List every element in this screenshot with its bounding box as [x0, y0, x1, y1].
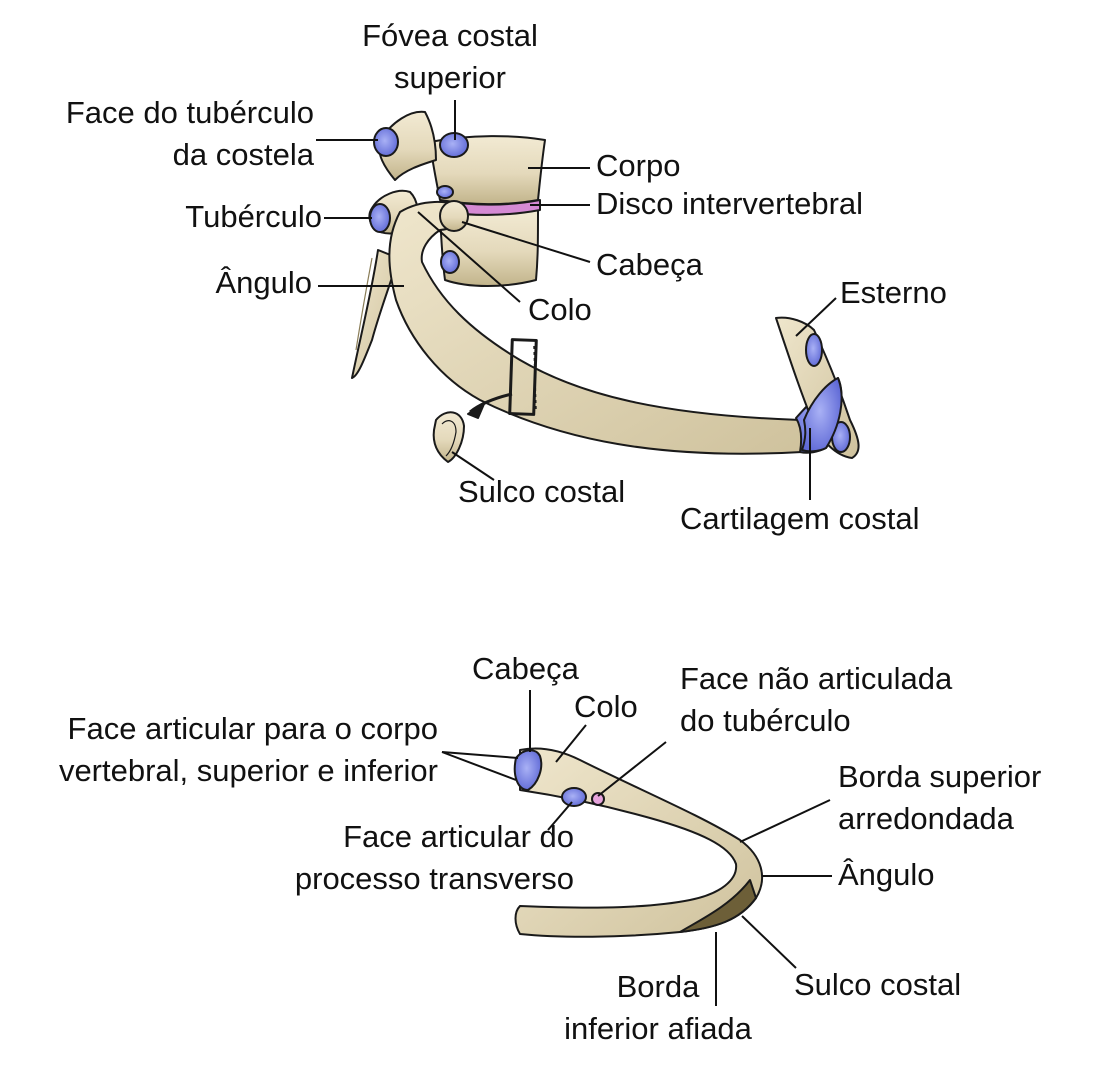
- label-cartilagem-costal: Cartilagem costal: [680, 501, 920, 536]
- sternal-facet-upper: [805, 333, 823, 367]
- label-face-articular-processo-line1: Face articular do: [343, 819, 574, 854]
- rib-cross-section-groove: [441, 420, 457, 457]
- leader-colo-lower: [555, 724, 587, 763]
- rib-head: [439, 200, 469, 232]
- cross-section-dashed: [533, 345, 537, 411]
- label-borda-inferior-line1: Borda: [616, 969, 700, 1004]
- leader-lines: [316, 100, 837, 1006]
- label-borda-inferior-line2: inferior afiada: [564, 1011, 752, 1046]
- label-angulo-lower: Ângulo: [838, 857, 935, 892]
- spinous-process: [351, 249, 399, 379]
- label-fovea-costal-superior: Fóvea costal superior: [340, 15, 560, 99]
- rib-cross-section: [432, 411, 465, 463]
- leader-face-nao-articulada: [597, 741, 667, 797]
- label-face-articular-corpo-line2: vertebral, superior e inferior: [58, 753, 438, 788]
- leader-colo: [417, 211, 521, 303]
- label-face-articular-corpo: Face articular para o corpo vertebral, s…: [0, 708, 438, 792]
- spinous-process-inner: [355, 257, 373, 351]
- leader-esterno: [795, 297, 837, 337]
- label-borda-superior: Borda superior arredondada: [838, 756, 1041, 840]
- inferior-costal-facet: [440, 250, 460, 274]
- leader-sulco-lower: [741, 915, 797, 969]
- upper-figure: [351, 110, 860, 463]
- label-esterno: Esterno: [840, 275, 947, 310]
- leader-cabeca: [461, 221, 591, 263]
- label-cabeca: Cabeça: [596, 247, 703, 282]
- leader-face-articular-corpo-a: [441, 751, 519, 759]
- label-face-tuberculo-line2: da costela: [172, 137, 314, 172]
- label-colo: Colo: [528, 292, 592, 327]
- leader-sulco-upper: [451, 451, 495, 481]
- leader-face-articular-processo: [547, 801, 573, 831]
- label-face-tuberculo-line1: Face do tubérculo: [65, 95, 314, 130]
- cross-section-arrowhead: [467, 403, 485, 419]
- label-sulco-costal: Sulco costal: [458, 474, 626, 509]
- label-borda-superior-line1: Borda superior: [838, 759, 1042, 794]
- label-borda-inferior: Borda inferior afiada: [540, 966, 776, 1050]
- label-corpo: Corpo: [596, 148, 681, 183]
- label-face-nao-articulada: Face não articulada do tubérculo: [680, 658, 952, 742]
- label-face-articular-corpo-line1: Face articular para o corpo: [67, 711, 438, 746]
- rib-lower-groove: [679, 879, 757, 933]
- transverse-costal-facet: [373, 127, 399, 157]
- label-sulco-costal-lower: Sulco costal: [794, 967, 962, 1002]
- label-face-tuberculo-costela: Face do tubérculo da costela: [14, 92, 314, 176]
- label-angulo: Ângulo: [215, 265, 312, 300]
- label-cabeca-lower: Cabeça: [472, 651, 579, 686]
- costal-cartilage-front: [801, 377, 843, 453]
- vertebral-arch: [378, 110, 437, 181]
- label-face-articular-processo: Face articular do processo transverso: [200, 816, 574, 900]
- label-tuberculo: Tubérculo: [185, 199, 322, 234]
- leader-borda-superior: [739, 799, 831, 843]
- rib-shaft: [388, 200, 806, 455]
- lower-figure: [513, 747, 764, 938]
- tubercle-facet: [369, 203, 391, 233]
- label-face-nao-articulada-line1: Face não articulada: [680, 661, 953, 696]
- label-fovea-line2: superior: [394, 60, 506, 95]
- label-face-nao-articulada-line2: do tubérculo: [680, 703, 851, 738]
- label-disco-intervertebral: Disco intervertebral: [596, 186, 864, 221]
- leader-face-articular-corpo-b: [441, 751, 517, 781]
- label-face-articular-processo-line2: processo transverso: [294, 861, 574, 896]
- transverse-process-facet: [561, 787, 587, 807]
- upper-demifacet: [436, 185, 454, 199]
- label-borda-superior-line2: arredondada: [838, 801, 1014, 836]
- label-colo-lower: Colo: [574, 689, 638, 724]
- label-fovea-line1: Fóvea costal: [362, 18, 538, 53]
- non-articular-facet: [591, 792, 605, 806]
